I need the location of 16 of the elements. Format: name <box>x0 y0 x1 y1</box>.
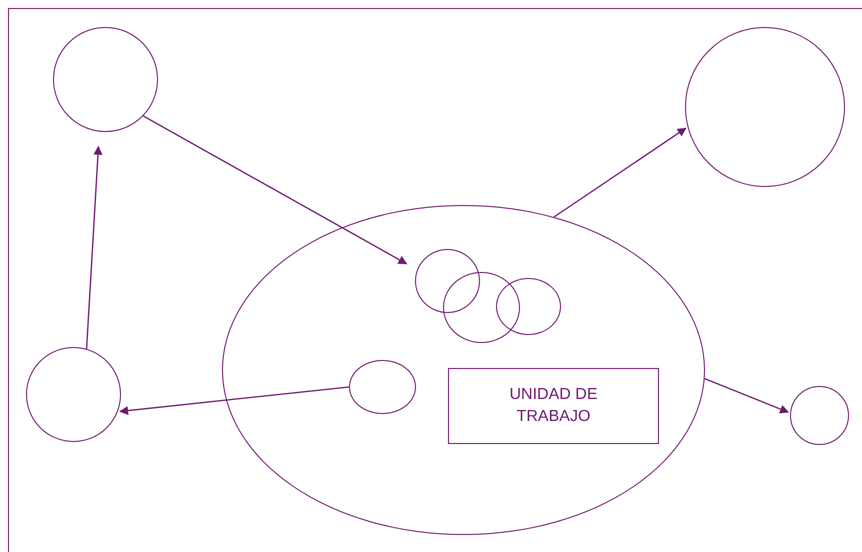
arrow <box>142 115 408 264</box>
circle <box>53 27 158 132</box>
circle <box>415 249 480 313</box>
circle <box>685 27 845 187</box>
circle <box>443 272 520 343</box>
arrow <box>704 378 789 414</box>
arrow <box>554 128 687 218</box>
circle <box>349 360 416 414</box>
circle <box>790 386 849 445</box>
circle <box>26 347 121 442</box>
circle <box>496 278 561 335</box>
text-box <box>448 368 659 444</box>
circle <box>222 205 705 535</box>
arrow <box>86 146 102 349</box>
box-label: UNIDAD DE TRABAJO <box>508 385 598 427</box>
arrow <box>119 386 350 416</box>
